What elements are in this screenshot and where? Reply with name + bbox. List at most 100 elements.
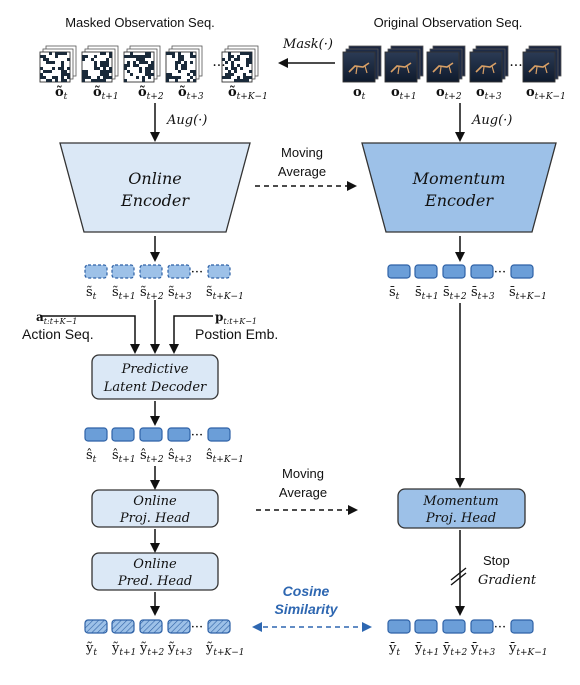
token-ellipsis: ··· [494,620,506,635]
online-pred-head [91,552,219,591]
cosine-similarity-label-1: Cosine [283,583,330,599]
observation-label: ot+3 [476,85,502,102]
latent-token [510,619,534,634]
latent-token [414,264,438,279]
online-latent-tokens: ··· [84,264,231,280]
decoded-latent-tokens: ··· [84,427,231,443]
online-pred-label-2: Pred. Head [117,574,192,589]
online-output-tokens: ··· [84,619,231,635]
original-observation-image [426,45,466,83]
online-proj-label-1: Online [133,494,177,509]
latent-token [167,427,191,442]
token-ellipsis: ··· [191,620,203,635]
latent-token [111,264,135,279]
sequence-label: ȳt [388,641,400,658]
latent-token [387,264,411,279]
aug-left-label: Aug(·) [166,113,207,128]
original-observation-image [384,45,424,83]
sequence-label: s̃t+1 [112,285,136,302]
original-seq-header: Original Observation Seq. [374,15,523,30]
latent-token [111,619,135,634]
latent-token [207,264,231,279]
online-encoder [59,142,251,233]
aug-right-label: Aug(·) [471,113,512,128]
token-ellipsis: ··· [191,428,203,443]
masked-observation-image [39,45,77,83]
sequence-label: ŝt+2 [140,448,164,465]
momentum-latent-tokens: ··· [387,264,534,280]
orig-ellipsis: ··· [509,58,522,74]
latent-token [470,264,494,279]
stop-gradient-label-2: Gradient [478,573,537,588]
mask-op-label: Mask(·) [282,37,333,52]
sequence-label: s̃t+3 [168,285,192,302]
observation-label: õt+1 [93,85,119,102]
sequence-label: s̄t [389,285,400,302]
original-observation-labels: ot ot+1 ot+2 ot+3 ot+K−1 [353,85,566,102]
sequence-label: ȳt+2 [442,641,468,658]
decoder-label-1: Predictive [121,362,189,377]
moving-average-1-label-2: Average [278,164,326,179]
sequence-label: ỹt [85,641,97,658]
latent-token [167,264,191,279]
observation-label: ot+2 [436,85,462,102]
latent-token [84,427,108,442]
stop-gradient-mark-1 [450,567,467,581]
moving-average-2-label-1: Moving [282,466,324,481]
sequence-label: s̃t [86,285,97,302]
online-pred-label-1: Online [133,557,177,572]
latent-token [414,619,438,634]
pos-arrow [169,315,213,354]
moving-average-1-label-1: Moving [281,145,323,160]
momentum-proj-label-2: Proj. Head [425,511,496,526]
momentum-encoder-label-1: Momentum [412,169,506,188]
observation-label: õt+2 [138,85,164,102]
observation-label: ot [353,85,366,102]
action-var: at:t+K−1 [36,310,77,326]
original-observation-image [469,45,509,83]
online-encoder-label-2: Encoder [120,191,190,210]
online-proj-head [91,489,219,528]
momentum-encoder-label-2: Encoder [424,191,494,210]
predictive-latent-decoder [91,354,219,400]
latent-token [84,619,108,634]
latent-token [84,264,108,279]
observation-label: õt [55,85,68,102]
latent-token [470,619,494,634]
sequence-label: ŝt+3 [168,448,192,465]
original-observation-image [522,45,562,83]
masked-ellipsis: ··· [212,58,225,74]
observation-label: ot+1 [391,85,417,102]
sequence-label: ŝt [86,448,97,465]
masked-observation-image [165,45,203,83]
latent-token [111,427,135,442]
momentum-encoder [361,142,557,233]
original-observation-images [342,45,562,83]
masked-observation-image [221,45,259,83]
action-arrow [40,315,140,354]
token-ellipsis: ··· [494,265,506,280]
pos-var: pt:t+K−1 [215,310,257,326]
masked-observation-image [81,45,119,83]
latent-token [387,619,411,634]
sequence-label: s̃t+K−1 [206,285,244,302]
observation-label: ot+K−1 [526,85,566,102]
sequence-label: ȳt+3 [470,641,496,658]
sequence-label: ỹt+1 [111,641,136,658]
stop-gradient-mark-2 [450,572,467,586]
sequence-label: ỹt+K−1 [205,641,245,658]
masked-observation-images [39,45,259,83]
sequence-label: ȳt+K−1 [508,641,548,658]
online-proj-label-2: Proj. Head [119,511,190,526]
sequence-label: s̄t+1 [415,285,439,302]
momentum-proj-label-1: Momentum [422,494,498,509]
latent-token [139,427,163,442]
latent-token [207,427,231,442]
sequence-label: ŝt+K−1 [206,448,244,465]
latent-token [442,264,466,279]
